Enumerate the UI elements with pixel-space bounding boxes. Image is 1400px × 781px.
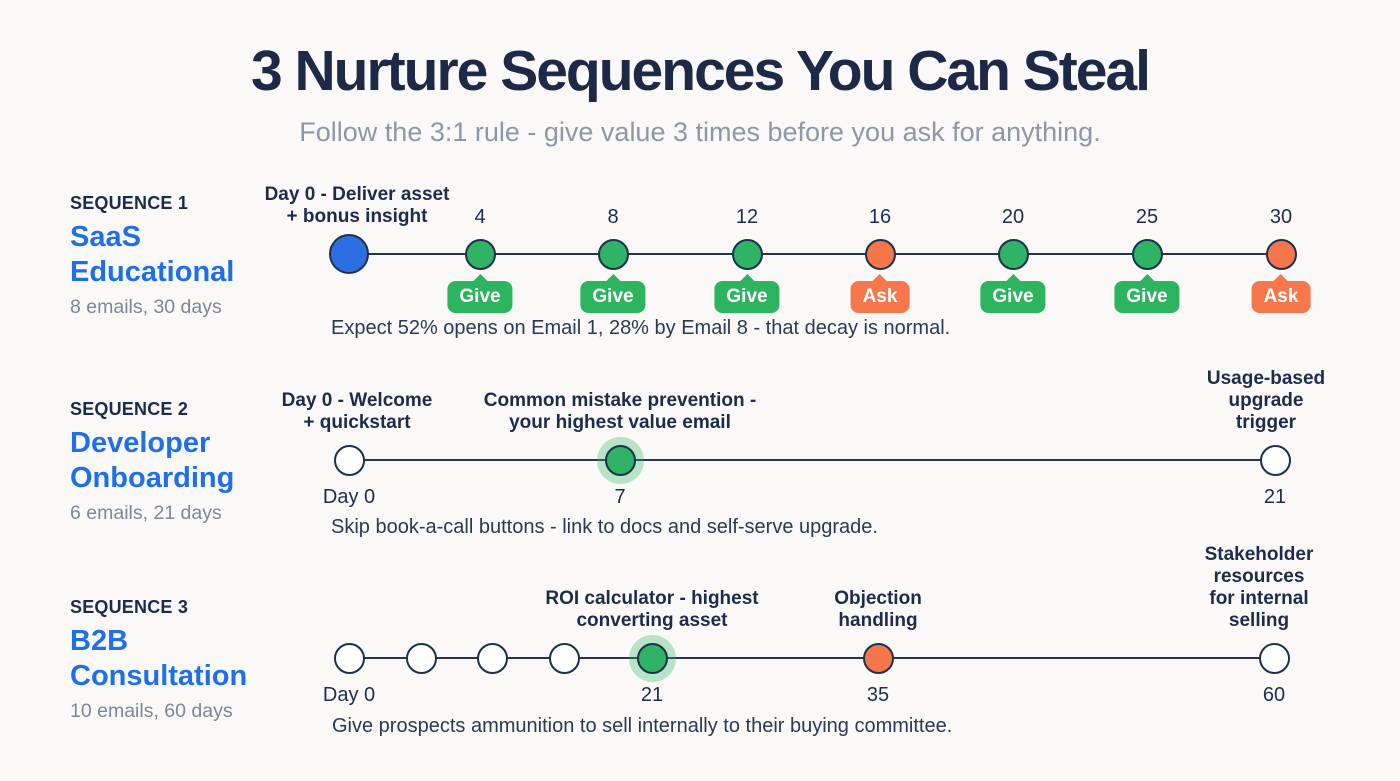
- timeline-dot: [329, 234, 369, 274]
- day-label: 60: [1262, 684, 1286, 706]
- sequence-note: Give prospects ammunition to sell intern…: [332, 715, 953, 737]
- timeline-line: [349, 656, 1274, 660]
- ask-badge: Ask: [1251, 274, 1311, 313]
- node-header: Day 0 - Welcome + quickstart: [281, 389, 433, 433]
- sequence-meta: 6 emails, 21 days: [70, 501, 222, 524]
- sequence-row: SEQUENCE 2 Developer Onboarding 6 emails, …: [0, 368, 1400, 566]
- timeline-dot: [1259, 444, 1291, 476]
- sequence-name: SaaS Educational: [70, 221, 235, 289]
- sequence-eyebrow: SEQUENCE 2: [70, 399, 189, 419]
- sequence-info: SEQUENCE 1 SaaS Educational 8 emails, 30 d…: [70, 193, 275, 319]
- timeline-dot: [997, 238, 1029, 270]
- node-header: Stakeholder resources for internal selli…: [1204, 543, 1314, 631]
- day-label: 25: [1135, 206, 1159, 228]
- timeline-dot: [548, 642, 580, 674]
- give-badge: Give: [447, 274, 513, 313]
- give-badge: Give: [714, 274, 780, 313]
- node-header: Common mistake prevention - your highest…: [483, 389, 757, 433]
- timeline-dot: [864, 238, 896, 270]
- sequence-name: Developer Onboarding: [70, 427, 235, 495]
- timeline-dot: [405, 642, 437, 674]
- sequence-eyebrow: SEQUENCE 1: [70, 193, 189, 213]
- sequence-eyebrow: SEQUENCE 3: [70, 597, 189, 617]
- day-label: 16: [868, 206, 892, 228]
- sequence-name: B2B Consultation: [70, 625, 248, 693]
- day-label: 8: [607, 206, 619, 228]
- day-label: 21: [1263, 486, 1287, 508]
- timeline-dot: [597, 238, 629, 270]
- day-label: 12: [735, 206, 759, 228]
- day-label: Day 0: [322, 486, 376, 508]
- sequence-meta: 8 emails, 30 days: [70, 295, 222, 318]
- sequence-note: Expect 52% opens on Email 1, 28% by Emai…: [331, 317, 951, 339]
- day-label: 21: [640, 684, 664, 706]
- node-header: Usage-based upgrade trigger: [1206, 367, 1326, 433]
- day-label: 35: [866, 684, 890, 706]
- sequence-note: Skip book-a-call buttons - link to docs …: [331, 516, 878, 538]
- timeline-dot: [1131, 238, 1163, 270]
- sequence-info: SEQUENCE 3 B2B Consultation 10 emails, 60 …: [70, 597, 275, 723]
- sequence-info: SEQUENCE 2 Developer Onboarding 6 emails, …: [70, 399, 275, 525]
- day-label: 20: [1001, 206, 1025, 228]
- timeline-dot: [636, 642, 668, 674]
- sequence-row: SEQUENCE 3 B2B Consultation 10 emails, 60 …: [0, 544, 1400, 764]
- day-label: 30: [1269, 206, 1293, 228]
- day-label: 7: [614, 486, 626, 508]
- give-badge: Give: [580, 274, 646, 313]
- ask-badge: Ask: [850, 274, 910, 313]
- timeline-dot: [464, 238, 496, 270]
- timeline-dot: [1258, 642, 1290, 674]
- give-badge: Give: [1114, 274, 1180, 313]
- timeline-dot: [333, 444, 365, 476]
- timeline-dot: [604, 444, 636, 476]
- timeline-dot: [1265, 238, 1297, 270]
- node-header: ROI calculator - highest converting asse…: [545, 587, 759, 631]
- page-subtitle: Follow the 3:1 rule - give value 3 times…: [299, 117, 1101, 147]
- timeline-line: [349, 458, 1275, 462]
- day-label: 4: [474, 206, 486, 228]
- day-label: Day 0: [322, 684, 376, 706]
- timeline-dot: [731, 238, 763, 270]
- page-title: 3 Nurture Sequences You Can Steal: [250, 39, 1151, 103]
- timeline-dot: [333, 642, 365, 674]
- timeline-line: [349, 252, 1281, 256]
- timeline-dot: [862, 642, 894, 674]
- node-header: Objection handling: [834, 587, 922, 631]
- sequence-row: SEQUENCE 1 SaaS Educational 8 emails, 30 d…: [0, 180, 1400, 360]
- give-badge: Give: [980, 274, 1046, 313]
- node-header: Day 0 - Deliver asset + bonus insight: [264, 183, 450, 227]
- sequence-meta: 10 emails, 60 days: [70, 699, 233, 722]
- timeline-dot: [476, 642, 508, 674]
